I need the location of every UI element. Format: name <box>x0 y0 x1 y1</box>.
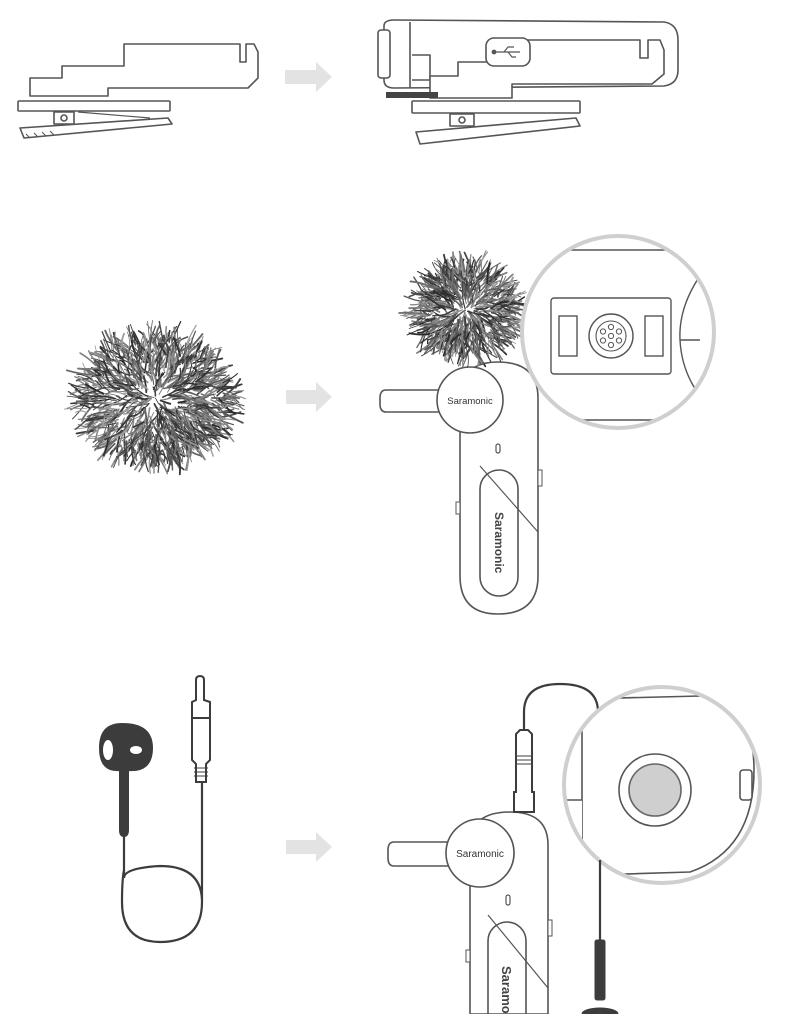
clip-accessory <box>17 43 259 139</box>
brand-body-label: Saramonic <box>492 512 506 574</box>
earphone-cable <box>522 682 600 738</box>
transmitter-with-earphone: Saramonic Saramonic <box>387 682 600 1014</box>
brand-circle <box>445 818 515 888</box>
magnifier-mic-port <box>520 234 716 430</box>
row-earphone: Saramonic Saramonic <box>98 674 762 1014</box>
furry-windscreen <box>63 320 247 476</box>
clip-bracket <box>429 39 665 99</box>
arrow-right-icon <box>286 832 332 862</box>
row-windscreen: Saramonic Saramonic <box>63 234 716 615</box>
clip-with-transmitter <box>377 19 679 145</box>
clip-jaw <box>19 117 173 139</box>
arrow-right-icon <box>286 382 332 412</box>
clip-bracket <box>29 43 259 97</box>
arrow-right-icon <box>285 62 332 92</box>
clip-plate <box>411 100 581 114</box>
magnifier-headphone-port <box>562 685 762 885</box>
brand-circle <box>436 366 504 434</box>
mount-arm <box>379 389 444 413</box>
usb-icon <box>491 46 520 58</box>
earphone-cable-lower <box>581 860 619 1014</box>
headphone-jack-plug <box>513 729 535 813</box>
transmitter-with-windscreen: Saramonic Saramonic <box>379 361 543 615</box>
windscreen-on-mic <box>398 250 531 368</box>
earphone-cable <box>120 782 204 944</box>
row-clip <box>17 19 679 145</box>
earphone <box>98 674 211 944</box>
clip-plate <box>17 100 171 112</box>
mount-arm <box>387 841 450 867</box>
clip-jaw <box>415 117 581 145</box>
brand-circle-label: Saramonic <box>456 849 504 860</box>
headphone-jack-plug <box>191 674 211 783</box>
brand-body-label: Saramonic <box>499 966 514 1014</box>
brand-circle-label: Saramonic <box>447 396 493 407</box>
